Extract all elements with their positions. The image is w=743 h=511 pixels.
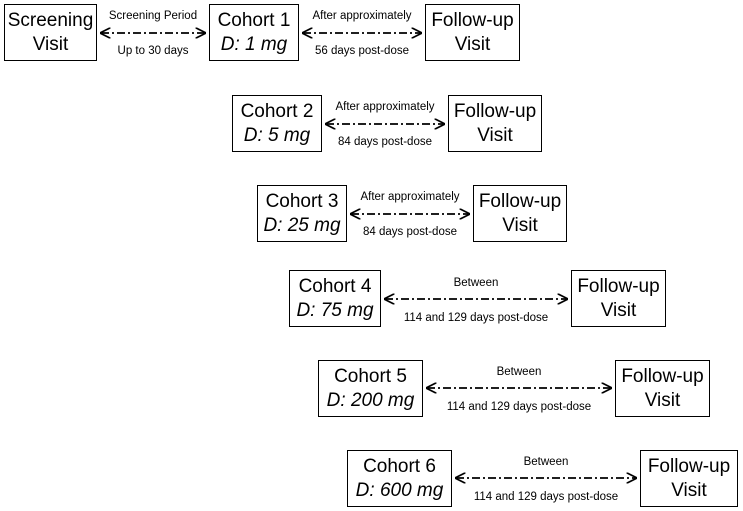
cohort-6-interval-below: 114 and 129 days post-dose	[473, 491, 619, 503]
cohort-4-dose: D: 75 mg	[296, 299, 374, 321]
cohort-4-box: Cohort 4 D: 75 mg	[289, 270, 381, 327]
screening-period-label: Screening Period	[108, 10, 198, 22]
cohort-5-box: Cohort 5 D: 200 mg	[318, 360, 423, 417]
cohort-1-name: Cohort 1	[217, 10, 291, 32]
cohort-4-name: Cohort 4	[298, 276, 372, 298]
cohort-6-interval-above: Between	[523, 456, 569, 468]
screening-visit-box: Screening Visit	[4, 4, 97, 61]
cohort-5-interval-above: Between	[496, 366, 542, 378]
cohort-3-interval-below: 84 days post-dose	[363, 226, 457, 238]
follow-up-1-line2: Visit	[454, 33, 491, 55]
cohort-3-name: Cohort 3	[265, 191, 339, 213]
follow-up-2-line2: Visit	[477, 124, 513, 146]
cohort-3-box: Cohort 3 D: 25 mg	[257, 185, 347, 242]
follow-up-2-line1: Follow-up	[453, 101, 537, 123]
follow-up-4-line2: Visit	[600, 299, 637, 321]
follow-up-5-line2: Visit	[644, 389, 681, 411]
screening-visit-line2: Visit	[32, 33, 69, 55]
follow-up-3-line2: Visit	[502, 214, 538, 236]
cohort-2-dose: D: 5 mg	[243, 124, 311, 146]
cohort-6-name: Cohort 6	[363, 456, 436, 478]
cohort-5-name: Cohort 5	[334, 366, 407, 388]
cohort-3-dose: D: 25 mg	[263, 214, 341, 236]
cohort-1-box: Cohort 1 D: 1 mg	[209, 4, 299, 61]
cohort-3-interval-above: After approximately	[360, 191, 460, 203]
follow-up-6-line2: Visit	[671, 479, 707, 501]
cohort-2-name: Cohort 2	[240, 101, 314, 123]
cohort-1-dose: D: 1 mg	[220, 33, 288, 55]
follow-up-visit-box-4: Follow-up Visit	[571, 270, 666, 327]
follow-up-5-line1: Follow-up	[621, 366, 704, 388]
follow-up-6-line1: Follow-up	[647, 456, 731, 478]
follow-up-visit-box-5: Follow-up Visit	[615, 360, 710, 417]
cohort-2-interval-above: After approximately	[335, 101, 435, 113]
follow-up-visit-box-6: Follow-up Visit	[640, 450, 738, 507]
follow-up-visit-box-1: Follow-up Visit	[425, 4, 520, 61]
follow-up-3-line1: Follow-up	[478, 191, 562, 213]
cohort-6-box: Cohort 6 D: 600 mg	[347, 450, 452, 507]
screening-visit-line1: Screening	[7, 10, 94, 32]
follow-up-visit-box-2: Follow-up Visit	[448, 95, 542, 152]
cohort-5-dose: D: 200 mg	[326, 389, 415, 411]
follow-up-visit-box-3: Follow-up Visit	[473, 185, 567, 242]
cohort-4-interval-above: Between	[453, 277, 499, 289]
cohort-4-interval-below: 114 and 129 days post-dose	[403, 312, 549, 324]
cohort-2-interval-below: 84 days post-dose	[338, 136, 432, 148]
cohort-2-box: Cohort 2 D: 5 mg	[232, 95, 322, 152]
follow-up-4-line1: Follow-up	[577, 276, 660, 298]
cohort-5-interval-below: 114 and 129 days post-dose	[446, 401, 592, 413]
cohort-6-dose: D: 600 mg	[355, 479, 444, 501]
follow-up-1-line1: Follow-up	[431, 10, 514, 32]
cohort-1-interval-below: 56 days post-dose	[315, 45, 409, 57]
cohort-1-interval-above: After approximately	[312, 10, 412, 22]
screening-period-duration: Up to 30 days	[117, 45, 189, 57]
